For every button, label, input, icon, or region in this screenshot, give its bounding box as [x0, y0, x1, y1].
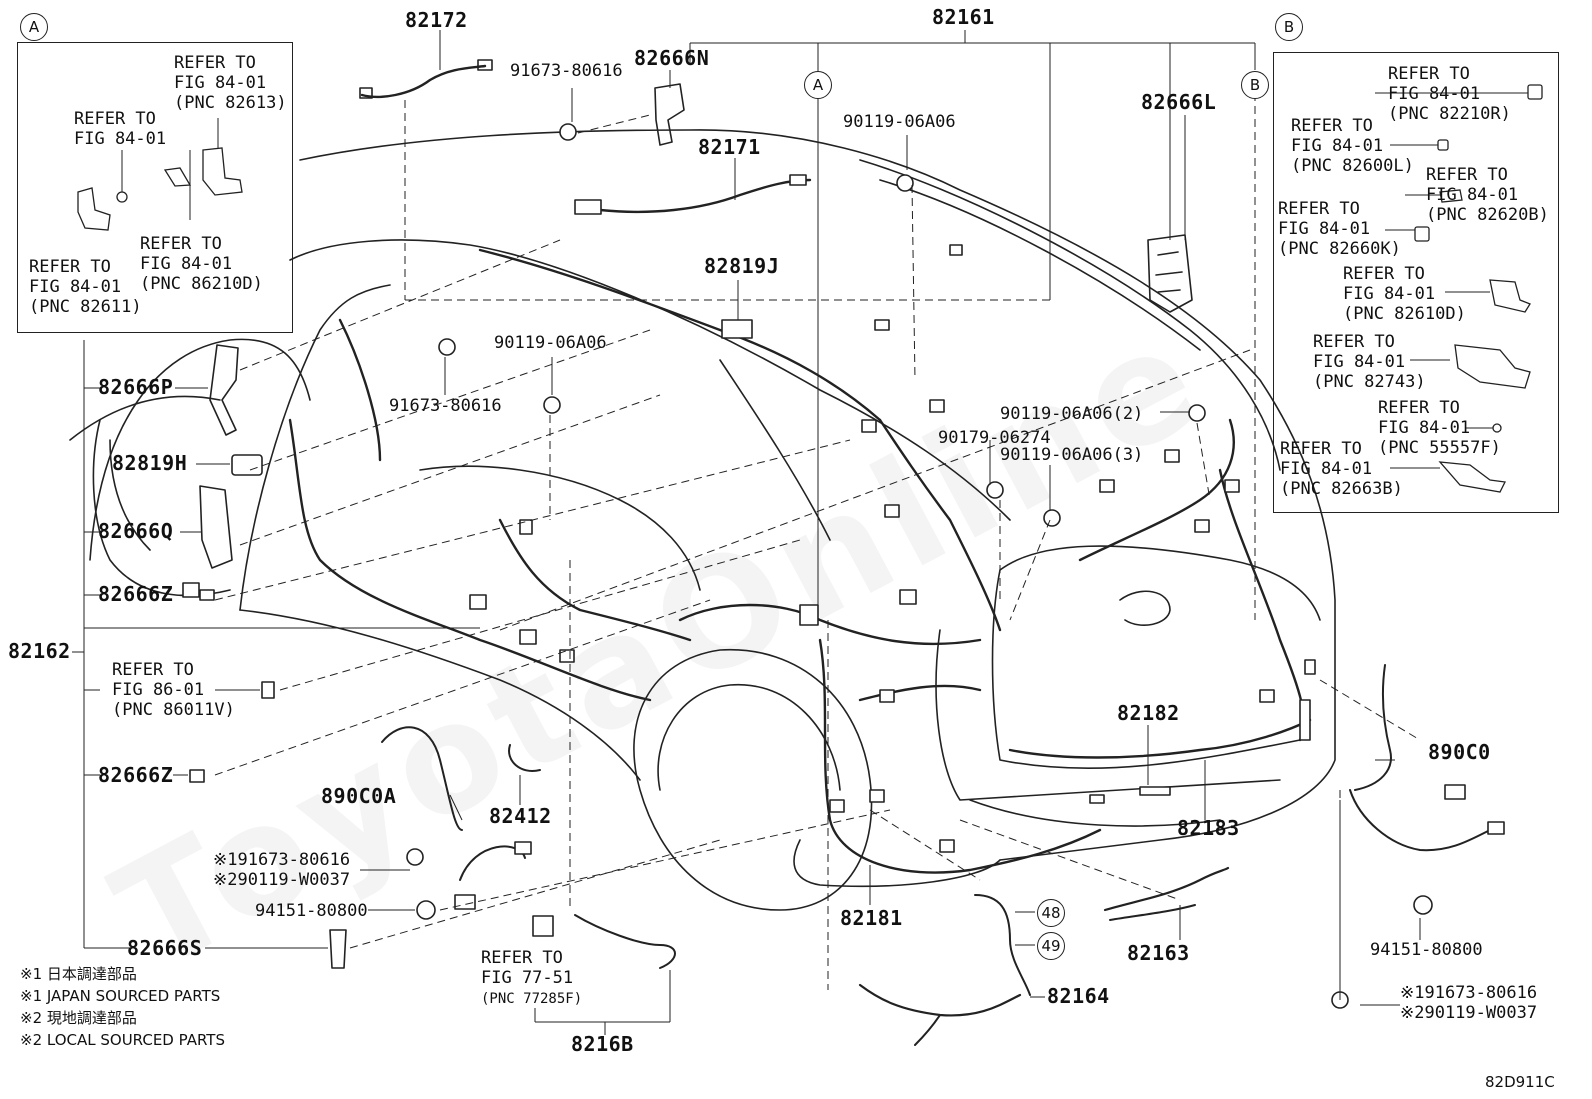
- part-82666S-clip: [329, 929, 347, 969]
- connectors: [359, 59, 1316, 853]
- part-label-82666N: 82666N: [634, 46, 710, 70]
- part-label-94151-80800-right: 94151-80800: [1370, 940, 1483, 960]
- part-label-82412: 82412: [489, 804, 552, 828]
- part-890C0-sensor: [1349, 664, 1505, 852]
- bolts: [406, 123, 1433, 1009]
- note-local-sourced-en: ※2 LOCAL SOURCED PARTS: [20, 1031, 225, 1049]
- part-label-82819J: 82819J: [704, 254, 780, 278]
- part-label-94151-80800-left: 94151-80800: [255, 901, 368, 921]
- item-48-marker: 48: [1037, 899, 1065, 927]
- part-label-82666Z-top: 82666Z: [98, 582, 174, 606]
- inset-a-frame: [17, 42, 293, 333]
- part-82666N-bracket: [654, 83, 685, 146]
- part-label-90119-06A06-top: 90119-06A06: [843, 112, 956, 132]
- inset-a-parts: [77, 147, 243, 231]
- note-local-sourced-jp: ※2 現地調達部品: [20, 1009, 137, 1027]
- part-label-890C0: 890C0: [1428, 740, 1491, 764]
- part-82666L-bracket: [1147, 234, 1193, 313]
- part-86011V-clip: [261, 681, 275, 699]
- part-82163-harness: [1103, 866, 1230, 921]
- part-label-82171: 82171: [698, 135, 761, 159]
- diagram-code: 82D911C: [1485, 1073, 1555, 1091]
- part-label-82666S: 82666S: [127, 936, 203, 960]
- part-label-82172: 82172: [405, 8, 468, 32]
- part-82172-harness: [360, 64, 487, 99]
- part-label-82164: 82164: [1047, 984, 1110, 1008]
- marked-parts-left: ※191673-80616※290119-W0037: [213, 850, 351, 890]
- part-82412-harness: [508, 744, 541, 772]
- item-49-marker: 49: [1037, 932, 1065, 960]
- part-82666Q-bracket: [199, 485, 233, 569]
- part-label-82161: 82161: [932, 5, 995, 29]
- part-8216B-harness: [532, 914, 676, 969]
- part-82666Z-clip-top: [182, 582, 215, 601]
- main-harness: [288, 178, 1312, 874]
- part-label-82182: 82182: [1117, 701, 1180, 725]
- part-label-91673-80616-mid: 91673-80616: [389, 396, 502, 416]
- reference-marker-b: B: [1241, 71, 1269, 99]
- inset-b-frame: [1273, 52, 1559, 513]
- part-label-82666Z-bottom: 82666Z: [98, 763, 174, 787]
- part-label-82666Q: 82666Q: [98, 519, 174, 543]
- part-label-90119-06A06-mid: 90119-06A06: [494, 333, 607, 353]
- dashed-reference-lines: [214, 80, 1421, 990]
- part-label-82163: 82163: [1127, 941, 1190, 965]
- part-label-82183: 82183: [1177, 816, 1240, 840]
- part-82164-harness: [858, 894, 1031, 1046]
- part-label-90119-06A06-2: 90119-06A06(2): [1000, 404, 1144, 424]
- part-label-82819H: 82819H: [112, 451, 188, 475]
- part-label-90119-06A06-3: 90119-06A06(3): [1000, 445, 1144, 465]
- note-japan-sourced-jp: ※1 日本調達部品: [20, 965, 137, 983]
- part-label-82666L: 82666L: [1141, 90, 1217, 114]
- reference-marker-a: A: [804, 71, 832, 99]
- part-label-8216B: 8216B: [571, 1032, 634, 1056]
- part-label-82162: 82162: [8, 639, 71, 663]
- part-label-890C0A: 890C0A: [321, 784, 397, 808]
- part-82819H-clip: [231, 454, 263, 476]
- rear-wheel: [633, 648, 873, 911]
- part-label-82181: 82181: [840, 906, 903, 930]
- inset-b-marker: B: [1275, 13, 1303, 41]
- part-82666P-bracket: [209, 344, 239, 436]
- vehicle-body-outline: [69, 129, 1336, 888]
- part-label-82666P: 82666P: [98, 375, 174, 399]
- inset-a-marker: A: [20, 13, 48, 41]
- marked-parts-right: ※191673-80616※290119-W0037: [1400, 983, 1538, 1023]
- part-label-91673-80616-top: 91673-80616: [510, 61, 623, 81]
- part-82666Z-clip-bottom: [189, 769, 205, 783]
- part-label-90179-06274: 90179-06274: [938, 428, 1051, 448]
- inset-b-parts: [1414, 84, 1543, 493]
- note-japan-sourced-en: ※1 JAPAN SOURCED PARTS: [20, 987, 221, 1005]
